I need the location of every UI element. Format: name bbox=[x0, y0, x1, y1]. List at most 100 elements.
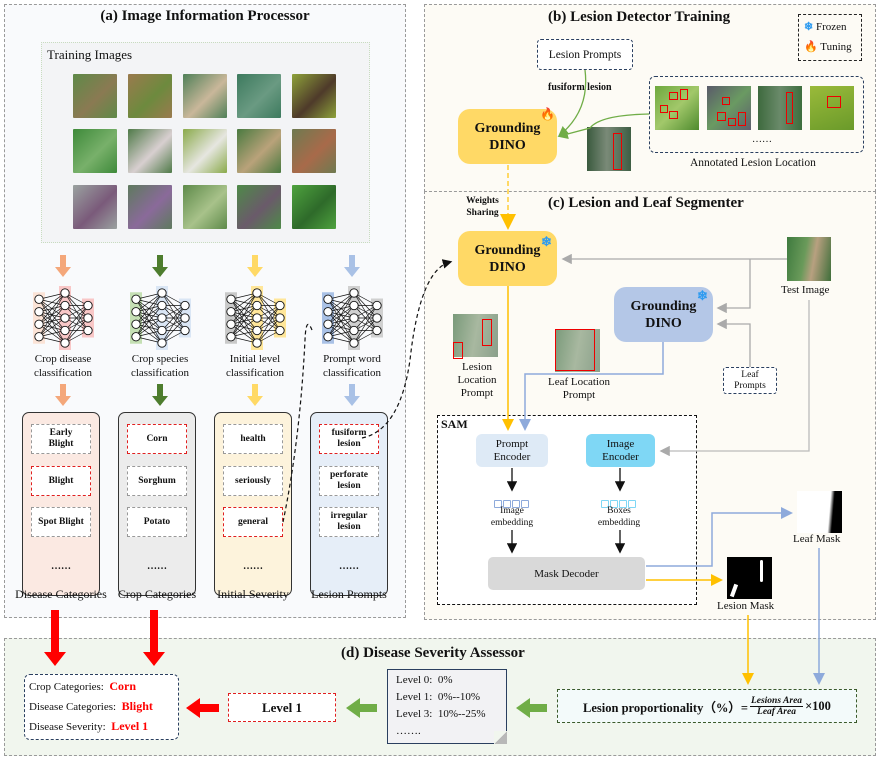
category-caption: Crop Categories bbox=[117, 587, 197, 601]
more-ellipsis: …… bbox=[339, 561, 359, 572]
network-label: Crop disease classification bbox=[33, 353, 93, 379]
lesion-bbox-1 bbox=[482, 319, 492, 346]
category-item-label: perforate lesion bbox=[330, 470, 368, 491]
result-row: Crop Categories: Corn bbox=[29, 679, 136, 694]
image-encoder: Image Encoder bbox=[586, 434, 655, 467]
legend: ❄ Frozen 🔥 Tuning bbox=[798, 14, 862, 61]
training-images-label: Training Images bbox=[47, 47, 133, 62]
lesion-bbox bbox=[728, 118, 736, 126]
level-to-result-red-arrow bbox=[186, 698, 219, 718]
dino-label: Grounding bbox=[474, 120, 541, 136]
category-item: fusiform lesion bbox=[319, 424, 379, 454]
flame-icon: 🔥 bbox=[804, 41, 818, 53]
result-row: Disease Severity: Level 1 bbox=[29, 719, 148, 734]
lesion-bbox bbox=[660, 105, 668, 113]
category-item: Early Blight bbox=[31, 424, 91, 454]
page-curl-icon bbox=[494, 731, 507, 744]
neural-network-icon bbox=[33, 286, 94, 350]
image-embedding-tokens bbox=[494, 495, 529, 513]
training-image-spotted-yellow-leaf bbox=[292, 74, 336, 118]
category-item: general bbox=[223, 507, 283, 537]
category-item-label: Sorghum bbox=[138, 475, 176, 486]
result-label: Crop Categories: bbox=[29, 681, 104, 693]
training-image-corn-streak-leaf bbox=[183, 185, 227, 229]
formula-denominator: Leaf Area bbox=[757, 706, 796, 717]
lesion-location-prompt-label: Lesion Location Prompt bbox=[457, 361, 497, 399]
prompt-encoder: Prompt Encoder bbox=[476, 434, 548, 467]
training-image-corn-blight-lesion bbox=[237, 129, 281, 173]
training-image-dried-blighted-leaf bbox=[128, 74, 172, 118]
category-item-label: general bbox=[237, 516, 269, 527]
leaf-bbox bbox=[555, 329, 595, 371]
network-label: Crop species classification bbox=[130, 353, 190, 379]
category-item-label: seriously bbox=[235, 475, 271, 486]
sample-lesion-image bbox=[587, 127, 631, 171]
lesion-bbox bbox=[738, 112, 746, 126]
leaf-prompts-label: Leaf Prompts bbox=[734, 369, 766, 391]
annotated-lesion-location-box bbox=[649, 76, 864, 153]
snowflake-icon: ❄ bbox=[697, 288, 708, 303]
category-item: irregular lesion bbox=[319, 507, 379, 537]
category-item: Blight bbox=[31, 466, 91, 496]
lesion-bbox bbox=[786, 92, 793, 124]
mask-decoder-label: Mask Decoder bbox=[534, 567, 599, 580]
panel-c-title: (c) Lesion and Leaf Segmenter bbox=[548, 195, 744, 211]
level-result-label: Level 1 bbox=[261, 699, 303, 715]
formula-numerator: Lesions Area bbox=[749, 695, 804, 707]
neural-network-icon bbox=[130, 286, 191, 350]
network-label: Initial level classification bbox=[225, 353, 285, 379]
category-item: perforate lesion bbox=[319, 466, 379, 496]
legend-tuning: 🔥 Tuning bbox=[804, 40, 852, 53]
lesion-mask-image bbox=[727, 557, 772, 599]
dino-label: Grounding bbox=[630, 298, 697, 314]
severity-level-row: Level 3: 10%--25% bbox=[396, 708, 486, 720]
category-item: seriously bbox=[223, 466, 283, 496]
category-item-label: fusiform lesion bbox=[331, 428, 367, 449]
test-image bbox=[787, 237, 831, 281]
training-image-corn-fusiform-lesion bbox=[183, 74, 227, 118]
category-item-label: Potato bbox=[143, 516, 171, 527]
formula-to-table-green-arrow bbox=[516, 698, 547, 718]
dino-label-2: DINO bbox=[489, 137, 526, 153]
image-embedding-label: Image embedding bbox=[490, 506, 534, 528]
result-label: Disease Severity: bbox=[29, 721, 106, 733]
sample-lesion-bbox bbox=[613, 133, 622, 170]
leaf-mask-label: Leaf Mask bbox=[793, 533, 841, 545]
training-image-soybean-leaf bbox=[237, 74, 281, 118]
leaf-location-prompt-image bbox=[555, 329, 600, 372]
training-image-potato-leaf bbox=[128, 129, 172, 173]
flame-icon: 🔥 bbox=[540, 107, 555, 121]
crop-categories-red-arrow bbox=[143, 610, 165, 666]
sam-label: SAM bbox=[441, 417, 468, 431]
network-label: Prompt word classification bbox=[322, 353, 382, 379]
panel-d-title: (d) Disease Severity Assessor bbox=[341, 645, 525, 661]
category-item-label: health bbox=[240, 433, 266, 444]
category-caption: Lesion Prompts bbox=[311, 587, 387, 601]
formula-rhs: ×100 bbox=[805, 698, 831, 713]
annotated-image-4 bbox=[810, 86, 854, 130]
category-item-label: Blight bbox=[48, 475, 74, 486]
severity-level-row: ……. bbox=[396, 725, 421, 737]
legend-frozen-label: Frozen bbox=[815, 21, 847, 33]
table-to-level-green-arrow bbox=[346, 698, 377, 718]
category-caption: Initial Severity bbox=[217, 587, 289, 601]
formula-fraction: Lesions Area Leaf Area bbox=[749, 695, 804, 717]
category-item-label: Corn bbox=[146, 433, 168, 444]
annotated-image-3 bbox=[758, 86, 802, 130]
category-item: Corn bbox=[127, 424, 187, 454]
test-image-label: Test Image bbox=[781, 284, 830, 296]
training-image-bean-leaves bbox=[292, 185, 336, 229]
boxes-embedding-label: Boxes embedding bbox=[597, 506, 641, 528]
result-value: Corn bbox=[109, 679, 137, 693]
category-item: Spot Blight bbox=[31, 507, 91, 537]
lesion-bbox bbox=[827, 96, 841, 108]
legend-frozen: ❄ Frozen bbox=[804, 20, 847, 33]
lesion-bbox bbox=[722, 97, 730, 105]
mask-decoder: Mask Decoder bbox=[488, 557, 645, 590]
dino-label-2: DINO bbox=[489, 259, 526, 275]
snowflake-icon: ❄ bbox=[541, 234, 552, 249]
lesion-bbox bbox=[669, 92, 678, 100]
lesion-prompts-box: Lesion Prompts bbox=[537, 39, 633, 70]
